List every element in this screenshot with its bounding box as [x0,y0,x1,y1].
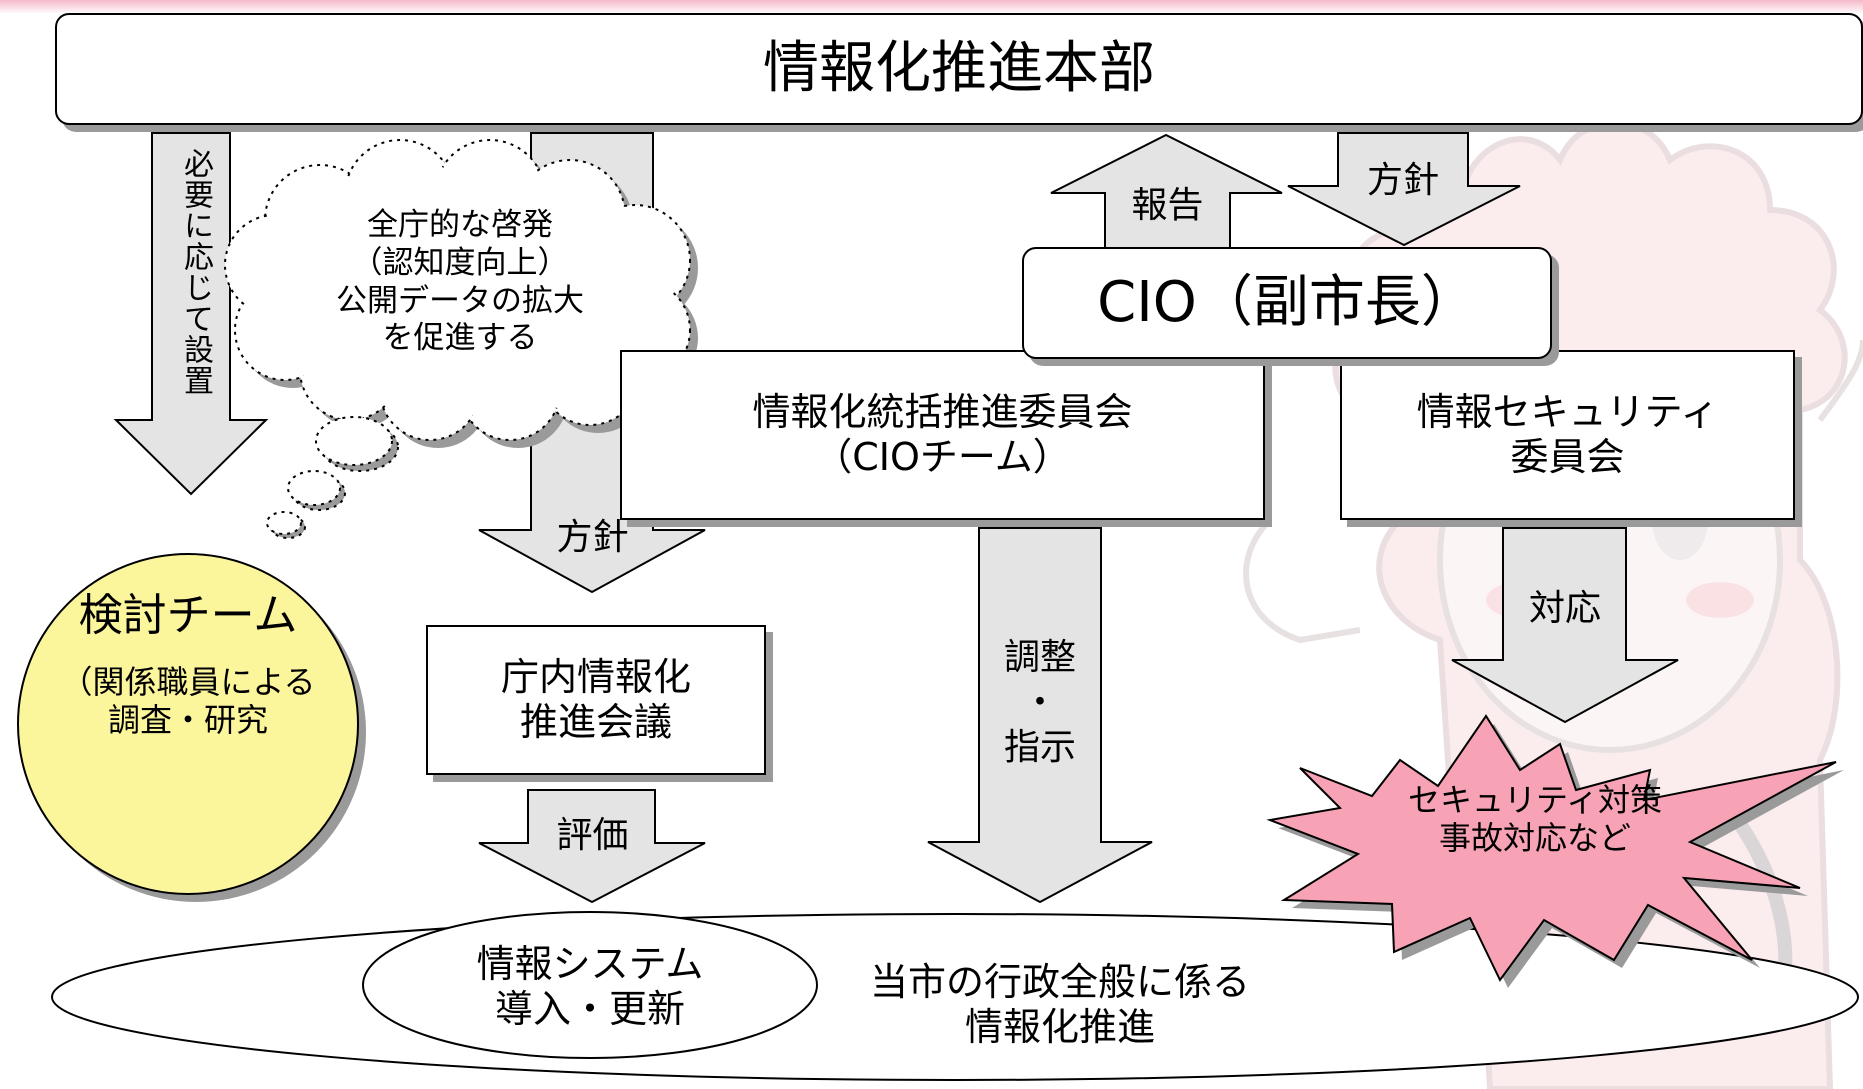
coordinate-line1: 調整 [1003,637,1076,678]
team-title: 検討チーム [78,590,298,641]
committee-line2: （CIOチーム） [814,435,1071,479]
report-label: 報告 [1131,185,1204,226]
coordinate-arrow [927,527,1153,904]
system-text: 情報システム 導入・更新 [440,942,740,1032]
policy-top-label: 方針 [1366,160,1439,201]
thought-line3: 公開データの拡大 [336,282,584,319]
security-burst-text: セキュリティ対策 事故対応など [1385,781,1685,858]
setup-arrow [113,132,269,496]
thought-line1: 全庁的な啓発 [367,207,553,243]
team-text: 検討チーム （関係職員による 調査・研究 [38,590,338,739]
committee-box: 情報化統括推進委員会 （CIOチーム） [620,350,1265,520]
team-line1: （関係職員による [60,662,316,701]
coordinate-dot: ・ [1021,682,1058,723]
respond-label: 対応 [1528,588,1601,629]
thought-line4: を促進する [382,320,538,357]
security-committee-box: 情報セキュリティ 委員会 [1340,350,1795,520]
council-box: 庁内情報化 推進会議 [426,625,766,775]
coordinate-line2: 指示 [1003,727,1076,768]
setup-arrow-label: 必要に応じて設置 [178,148,213,396]
evaluate-label: 評価 [556,815,629,856]
top-pink-band [0,0,1863,14]
system-ellipse [362,911,818,1059]
hq-box: 情報化推進本部 [55,13,1863,125]
committee-line1: 情報化統括推進委員会 [752,390,1133,435]
council-line2: 推進会議 [519,700,672,744]
cio-box: CIO（副市長） [1022,247,1552,359]
evaluate-arrow [478,789,706,904]
thought-text: 全庁的な啓発 （認知度向上） 公開データの拡大 を促進する [305,207,615,358]
overall-line1: 当市の行政全般に係る [869,960,1250,1004]
security-committee-line2: 委員会 [1510,435,1625,479]
thought-line2: （認知度向上） [351,244,569,281]
policy-top-arrow [1287,132,1521,247]
system-line2: 導入・更新 [494,986,685,1031]
council-line1: 庁内情報化 [500,655,691,700]
coordinate-label: 調整 ・ 指示 [985,635,1095,770]
security-burst [1266,714,1837,982]
cio-label: CIO（副市長） [1097,269,1477,335]
security-burst-line2: 事故対応など [1438,818,1631,857]
report-arrow [1050,133,1283,251]
thought-cloud [224,139,698,539]
team-line2: 調査・研究 [107,700,268,739]
security-committee-line1: 情報セキュリティ [1416,390,1719,435]
overall-text: 当市の行政全般に係る 情報化推進 [840,960,1280,1050]
overall-line2: 情報化推進 [964,1004,1155,1049]
security-burst-line1: セキュリティ対策 [1407,781,1663,819]
team-circle [17,553,359,895]
policy-mid-label: 方針 [556,517,629,558]
hq-label: 情報化推進本部 [763,35,1155,101]
system-line1: 情報システム [476,942,704,986]
respond-arrow [1451,527,1679,724]
